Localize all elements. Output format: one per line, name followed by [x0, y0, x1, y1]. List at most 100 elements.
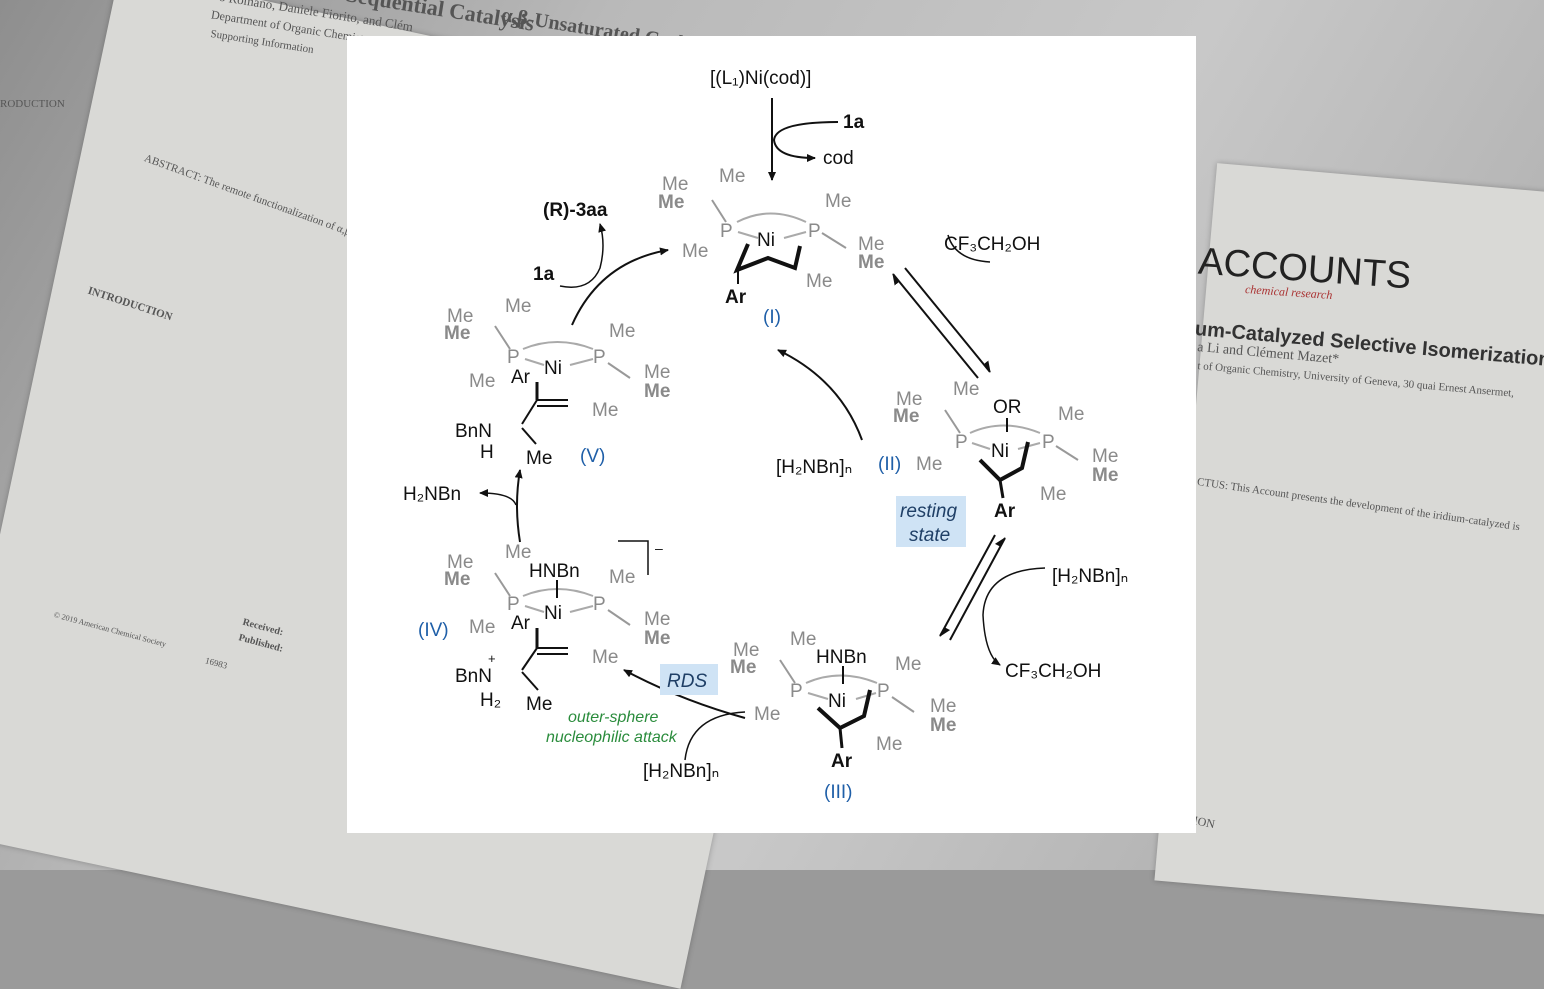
atom-label: Me — [730, 657, 756, 678]
atom-label: Me — [609, 321, 635, 342]
atom-label: Me — [896, 389, 922, 410]
atom-label: Me — [733, 640, 759, 661]
complex-V: Ni P P Me Me Me Me Me Me Me Me Ar BnN H … — [444, 296, 670, 469]
atom-label: Me — [447, 306, 473, 327]
resting-state-text-1: resting — [900, 501, 957, 522]
atom-label: Me — [662, 174, 688, 195]
atom-label: Me — [916, 454, 942, 475]
atom-label: Me — [895, 654, 921, 675]
atom-label: HNBn — [529, 561, 580, 582]
amine-in-arrow — [684, 711, 746, 761]
tfe-label-top: CF₃CH₂OH — [944, 234, 1040, 255]
atom-label: P — [507, 347, 520, 368]
resting-state-box — [896, 496, 966, 547]
atom-label: Ni — [991, 441, 1009, 462]
left-paper-intro-edge: RODUCTION — [0, 98, 65, 110]
resting-state-text-2: state — [909, 525, 950, 546]
atom-label: + — [488, 651, 496, 666]
atom-label: Me — [806, 271, 832, 292]
complex-III: HNBn Ni P P Me Me Me Me Me Me Me Me Ar (… — [730, 629, 956, 803]
atom-label: P — [790, 681, 803, 702]
equilibrium-arrow-down — [939, 534, 996, 637]
amine-release-arrow — [777, 349, 863, 441]
atom-label: BnN — [455, 421, 492, 442]
atom-label: P — [877, 681, 890, 702]
tfe-label-bottom: CF₃CH₂OH — [1005, 661, 1101, 682]
equilibrium-arrow-forward — [904, 267, 991, 373]
deprotonation-arrow — [514, 469, 523, 543]
atom-label: Me — [592, 647, 618, 668]
rds-label: RDS — [667, 671, 707, 692]
atom-label: Ni — [828, 691, 846, 712]
atom-label: Me — [526, 448, 552, 469]
atom-label: P — [593, 347, 606, 368]
attack-text-2: nucleophilic attack — [546, 729, 678, 746]
atom-label: Me — [682, 241, 708, 262]
atom-label: Ar — [831, 751, 853, 772]
charge-bracket — [618, 540, 649, 575]
substrate-1a-top: 1a — [843, 112, 865, 133]
atom-label: Me — [719, 166, 745, 187]
cod-label: cod — [823, 148, 854, 169]
atom-label: Me — [858, 252, 884, 273]
amine-tfe-exchange-arrow — [982, 567, 1046, 666]
rds-box — [660, 664, 718, 695]
ligand-exchange-arrow — [571, 247, 669, 326]
atom-label: P — [507, 594, 520, 615]
atom-label: Me — [930, 715, 956, 736]
atom-label: Me — [469, 371, 495, 392]
atom-label: Me — [609, 567, 635, 588]
atom-label: P — [720, 221, 733, 242]
atom-label: Me — [444, 569, 470, 590]
amine-oligomer-label-right: [H₂NBn]ₙ — [1052, 566, 1128, 587]
atom-label: Me — [953, 379, 979, 400]
atom-label: Me — [644, 609, 670, 630]
atom-label: Me — [505, 542, 531, 563]
atom-label: Me — [644, 381, 670, 402]
equilibrium-arrow-up — [949, 537, 1006, 641]
atom-label: Me — [644, 362, 670, 383]
complex-II: OR Ni P P Me Me Me Me Me Me Me Me Ar (II… — [878, 379, 1118, 522]
atom-label: P — [955, 432, 968, 453]
atom-label: Me — [825, 191, 851, 212]
complex-I: P Ni P Me Me Me Me Me Me Me Me Ar (I) — [658, 166, 884, 328]
atom-label: Me — [447, 552, 473, 573]
tfe-in-arrow — [947, 234, 991, 263]
atom-label: Me — [858, 234, 884, 255]
equilibrium-arrow-back — [892, 273, 979, 379]
label-IV: (IV) — [418, 620, 449, 641]
product-label: (R)-3aa — [543, 200, 608, 221]
complex-IV: HNBn Ni P P Me Me Me Me Me Me Me Me Ar B… — [418, 540, 670, 715]
atom-label: Me — [754, 704, 780, 725]
atom-label: Me — [876, 734, 902, 755]
atom-label: Me — [444, 323, 470, 344]
precatalyst-label: [(L₁)Ni(cod)] — [710, 68, 811, 89]
atom-label: Me — [1058, 404, 1084, 425]
amine-oligomer-label-mid: [H₂NBn]ₙ — [776, 457, 852, 478]
free-amine-label: H₂NBn — [403, 484, 461, 505]
atom-label: Ar — [511, 613, 531, 634]
atom-label: Me — [526, 694, 552, 715]
atom-label: Me — [469, 617, 495, 638]
atom-label: – — [655, 540, 663, 556]
amine-out-arrow — [479, 489, 517, 506]
atom-label: H₂ — [480, 690, 501, 711]
atom-label: H — [480, 442, 494, 463]
label-III: (III) — [824, 782, 853, 803]
atom-label: P — [593, 594, 606, 615]
atom-label: BnN — [455, 666, 492, 687]
atom-label: P — [1042, 432, 1055, 453]
atom-label: HNBn — [816, 647, 867, 668]
atom-label: Me — [644, 628, 670, 649]
product-release-arrow — [559, 223, 607, 288]
label-II: (II) — [878, 454, 901, 475]
attack-text-1: outer-sphere — [568, 709, 659, 726]
amine-oligomer-label-bottom: [H₂NBn]ₙ — [643, 761, 719, 782]
substrate-1a-left: 1a — [533, 264, 555, 285]
atom-label: Me — [592, 400, 618, 421]
catalytic-cycle-diagram: [(L₁)Ni(cod)] 1a cod P Ni P Me Me Me Me … — [403, 68, 1128, 803]
atom-label: Me — [930, 696, 956, 717]
atom-label: Ar — [725, 287, 747, 308]
atom-label: P — [808, 221, 821, 242]
atom-label: Ni — [544, 603, 562, 624]
